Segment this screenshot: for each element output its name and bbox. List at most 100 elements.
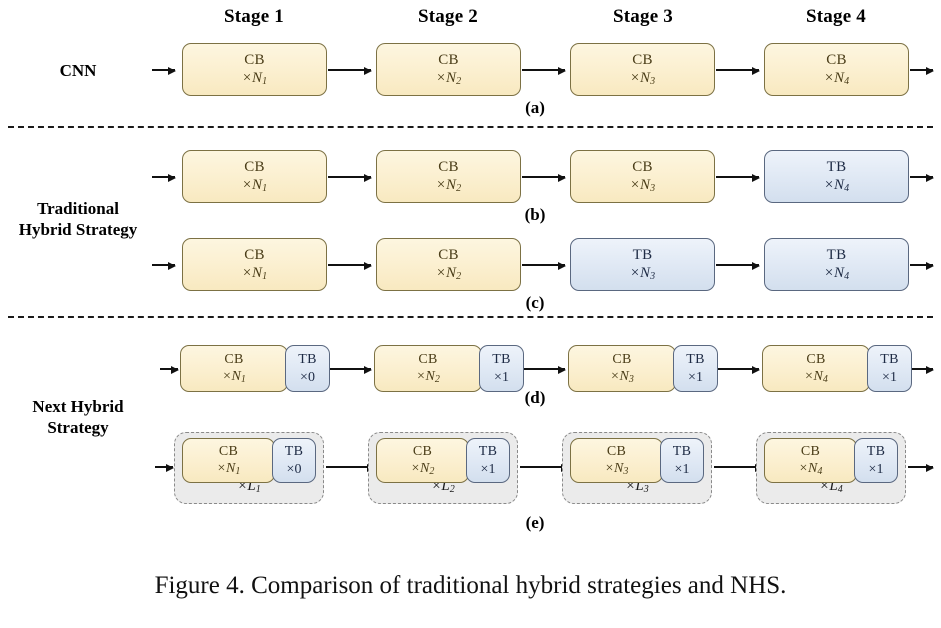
arrow-a-1-2 [328,66,372,75]
arrow-c-2-3 [522,261,566,270]
block-title: TB [826,246,847,263]
arrow-d-2-3 [510,365,566,374]
block-count: ×1 [882,369,897,385]
block-b-stage2-cb[interactable]: CB ×N2 [376,150,521,203]
block-title: CB [612,351,632,367]
block-d-stage1-tb[interactable]: TB ×0 [285,345,330,392]
block-count: ×N3 [610,369,634,386]
block-count: ×N3 [629,177,656,195]
arrow-a-out [910,66,934,75]
block-d-stage2-cb[interactable]: CB ×N2 [374,345,482,392]
block-d-stage4-cb[interactable]: CB ×N4 [762,345,870,392]
block-title: CB [606,443,627,459]
block-count: ×N1 [241,177,268,195]
block-count: ×N3 [629,265,656,283]
block-c-stage4-tb[interactable]: TB ×N4 [764,238,909,291]
block-e-stage3-cb[interactable]: CB ×N3 [570,438,663,483]
block-count: ×N4 [823,177,850,195]
block-title: CB [438,246,459,263]
block-count: ×N3 [629,70,656,88]
arrow-c-out [910,261,934,270]
block-title: TB [298,351,317,367]
block-count: ×N2 [416,369,440,386]
block-a-stage2-cb[interactable]: CB ×N2 [376,43,521,96]
block-e-stage4-tb[interactable]: TB ×1 [854,438,898,483]
block-title: TB [826,158,847,175]
block-d-stage3-tb[interactable]: TB ×1 [673,345,718,392]
block-title: CB [632,51,653,68]
sub-letter-b: (b) [524,205,546,224]
block-title: CB [438,51,459,68]
arrow-b-3-4 [716,173,760,182]
arrow-c-1-2 [328,261,372,270]
block-title: TB [866,443,886,459]
block-count: ×N2 [435,265,462,283]
block-title: CB [800,443,821,459]
separator-cnn-traditional [8,126,933,128]
arrow-d-out [898,365,934,374]
separator-traditional-next [8,316,933,318]
block-title: CB [218,443,239,459]
block-e-stage3-tb[interactable]: TB ×1 [660,438,704,483]
block-title: CB [244,246,265,263]
block-count: ×1 [868,461,884,477]
block-b-stage4-tb[interactable]: TB ×N4 [764,150,909,203]
arrow-a-in [152,66,176,75]
arrow-e-2-3 [520,463,569,472]
arrow-e-in [155,463,174,472]
stage-header-4: Stage 4 [806,6,866,27]
block-a-stage1-cb[interactable]: CB ×N1 [182,43,327,96]
block-count: ×N3 [604,461,629,478]
block-a-stage3-cb[interactable]: CB ×N3 [570,43,715,96]
block-e-stage1-cb[interactable]: CB ×N1 [182,438,275,483]
block-count: ×N2 [435,177,462,195]
block-title: CB [826,51,847,68]
block-title: TB [478,443,498,459]
row-label-next-line2: Strategy [47,418,109,437]
block-c-stage1-cb[interactable]: CB ×N1 [182,238,327,291]
block-e-stage1-tb[interactable]: TB ×0 [272,438,316,483]
block-count: ×N1 [241,265,268,283]
block-c-stage3-tb[interactable]: TB ×N3 [570,238,715,291]
block-count: ×N1 [216,461,241,478]
stage-header-2: Stage 2 [418,6,478,27]
arrow-b-1-2 [328,173,372,182]
block-d-stage3-cb[interactable]: CB ×N3 [568,345,676,392]
block-b-stage1-cb[interactable]: CB ×N1 [182,150,327,203]
block-title: CB [412,443,433,459]
sub-letter-c: (c) [525,293,545,312]
arrow-d-in [160,365,179,374]
arrow-b-in [152,173,176,182]
block-d-stage4-tb[interactable]: TB ×1 [867,345,912,392]
arrow-d-1-2 [316,365,372,374]
block-count: ×N4 [804,369,828,386]
arrow-c-in [152,261,176,270]
sub-letter-a: (a) [525,98,545,117]
block-title: TB [686,351,705,367]
row-label-cnn: CNN [59,61,97,80]
arrow-b-2-3 [522,173,566,182]
stage-header-3: Stage 3 [613,6,673,27]
block-count: ×N4 [798,461,823,478]
block-title: CB [806,351,826,367]
block-count: ×1 [480,461,496,477]
block-count: ×N4 [823,70,850,88]
block-e-stage2-cb[interactable]: CB ×N2 [376,438,469,483]
block-count: ×1 [674,461,690,477]
arrow-e-1-2 [326,463,375,472]
block-d-stage1-cb[interactable]: CB ×N1 [180,345,288,392]
block-c-stage2-cb[interactable]: CB ×N2 [376,238,521,291]
row-label-next-line1: Next Hybrid [32,397,124,416]
stage-header-row: Stage 1 Stage 2 Stage 3 Stage 4 [0,6,941,34]
block-e-stage2-tb[interactable]: TB ×1 [466,438,510,483]
block-title: CB [244,158,265,175]
row-label-traditional-line1: Traditional [37,199,119,218]
block-d-stage2-tb[interactable]: TB ×1 [479,345,524,392]
arrow-b-out [910,173,934,182]
block-title: CB [224,351,244,367]
block-e-stage4-cb[interactable]: CB ×N4 [764,438,857,483]
block-a-stage4-cb[interactable]: CB ×N4 [764,43,909,96]
block-b-stage3-cb[interactable]: CB ×N3 [570,150,715,203]
block-count: ×N4 [823,265,850,283]
